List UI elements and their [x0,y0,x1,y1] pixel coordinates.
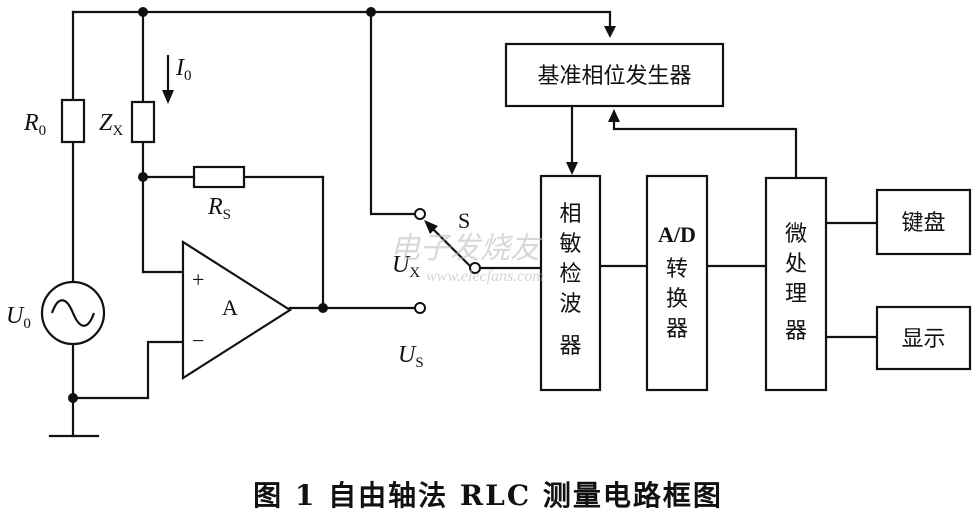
impedance-zx [130,100,156,144]
block-psd [539,174,602,392]
arrow-to-phase-gen-icon [604,26,616,38]
junction-dot [68,393,78,403]
arrow-feedback-icon [608,109,620,122]
label-rs: RS [207,194,231,223]
svg-text:检: 检 [559,262,581,287]
arrow-to-psd-icon [566,162,578,175]
resistor-r0 [60,98,86,144]
block-phase-generator [504,42,725,108]
psd-label: 相 敏 检 波 器 [559,202,581,359]
op-amp-minus: − [192,328,204,353]
switch-terminal-ux [414,208,426,220]
watermark-text: 电子发烧友 [390,231,544,266]
op-amp-plus: + [192,267,204,292]
op-amp-label: A [222,295,238,320]
label-r0: R0 [23,110,46,139]
display-label: 显示 [901,327,945,352]
block-adc [645,174,709,392]
label-zx: ZX [99,110,123,139]
svg-text:A/D: A/D [658,222,696,247]
op-amp [181,239,293,381]
label-i0: I0 [175,55,192,84]
junction-dot [366,7,376,17]
junction-dot [138,172,148,182]
adc-label: A/D 转 换 器 [658,222,696,342]
label-switch: S [458,208,470,233]
svg-text:理: 理 [785,282,807,307]
label-ux: UX [392,252,420,281]
ac-source-icon [40,280,106,346]
svg-text:微: 微 [785,222,807,247]
switch-common-terminal [469,262,481,274]
junction-dot [318,303,328,313]
svg-text:相: 相 [559,202,581,227]
svg-text:器: 器 [559,334,581,359]
svg-text:处: 处 [785,252,807,277]
watermark-url: www.elecfans.com [426,268,544,285]
label-us: US [398,342,424,371]
keyboard-label: 键盘 [901,211,945,236]
block-keyboard [875,188,972,256]
phase-generator-label: 基准相位发生器 [537,64,691,89]
junctions [68,7,376,403]
wires [48,10,879,438]
label-u0: U0 [6,303,31,332]
block-mcu [764,176,828,392]
svg-text:换: 换 [666,287,688,312]
junction-dot [138,7,148,17]
svg-text:转: 转 [666,257,688,282]
mcu-label: 微 处 理 器 [785,222,807,344]
current-arrow-icon [162,90,174,104]
resistor-rs [192,165,246,189]
svg-text:波: 波 [559,292,581,317]
svg-text:器: 器 [785,319,807,344]
figure-caption: 图 1 自由轴法 RLC 测量电路框图 [253,479,723,512]
switch-arrow-icon [424,220,438,234]
svg-text:器: 器 [666,317,688,342]
switch-terminal-us [414,302,426,314]
block-display [875,305,972,371]
svg-text:敏: 敏 [559,232,581,257]
